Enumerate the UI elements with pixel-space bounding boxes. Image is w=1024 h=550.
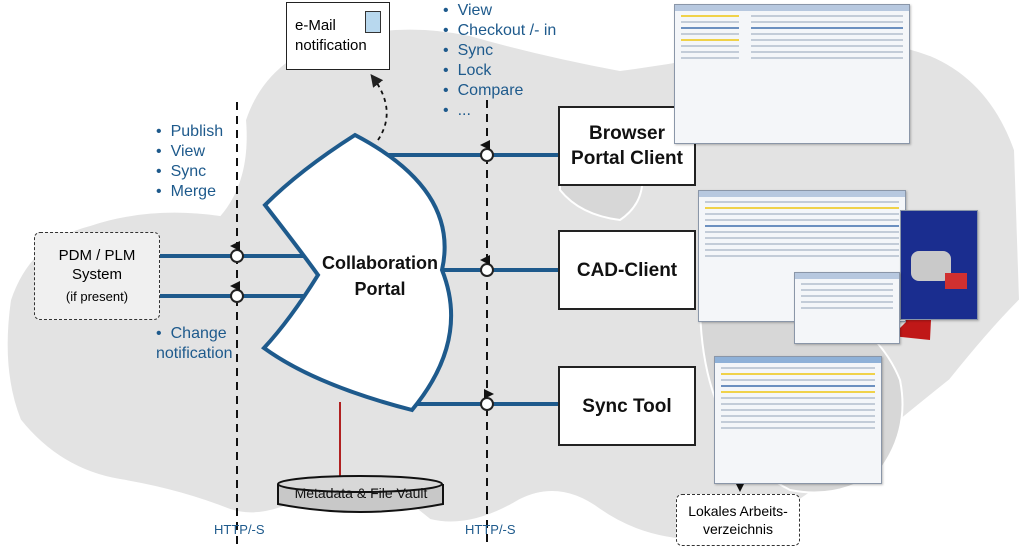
portal-line1: Collaboration: [322, 253, 438, 273]
portal-line2: Portal: [354, 279, 406, 299]
vault-cylinder: [277, 475, 444, 513]
port-circle: [230, 289, 244, 303]
port-circle: [480, 263, 494, 277]
operation-item: Sync: [156, 162, 223, 182]
port-circle: [480, 148, 494, 162]
cad-label: CAD-Client: [576, 259, 678, 281]
direction-arrow: [230, 241, 240, 251]
browser-portal-client-box: Browser Portal Client: [558, 106, 696, 186]
pdm-line2: System: [71, 266, 122, 283]
browser-client-screenshot: [674, 4, 910, 144]
local-line2: verzeichnis: [702, 521, 774, 537]
browser-line2: Portal Client: [571, 148, 683, 169]
direction-arrow: [480, 255, 490, 265]
operation-item: Sync: [443, 41, 556, 61]
direction-arrow: [480, 140, 490, 150]
collaboration-portal-label: Collaboration Portal: [310, 250, 450, 302]
operation-item: View: [156, 142, 223, 162]
pdm-plm-system-box: PDM / PLM System (if present): [34, 232, 160, 320]
operation-item: Checkout /- in: [443, 21, 557, 41]
local-line1: Lokales Arbeits-: [688, 503, 788, 519]
portal-shape: [260, 132, 454, 413]
envelope-icon: [365, 11, 381, 33]
sync-tool-box: Sync Tool: [558, 366, 696, 446]
cad-client-box: CAD-Client: [558, 230, 696, 310]
email-notification-box: e-Mail notification: [286, 2, 390, 70]
port-circle: [480, 397, 494, 411]
operation-item: Merge: [156, 182, 223, 202]
email-line2: notification: [295, 37, 367, 54]
local-directory-box: Lokales Arbeits- verzeichnis: [676, 494, 800, 546]
change-line2: notification: [156, 345, 233, 362]
operation-item: Compare: [443, 81, 556, 101]
cad-model-screenshot: [900, 210, 978, 320]
direction-arrow: [230, 281, 240, 291]
email-line1: e-Mail: [295, 17, 336, 34]
sync-tool-screenshot: [714, 356, 882, 484]
operations-list: View Checkout /- in Sync Lock Compare ..…: [443, 1, 557, 121]
operation-item: View: [443, 1, 556, 21]
port-circle: [230, 249, 244, 263]
sync-label: Sync Tool: [582, 395, 672, 417]
protocol-label-left: HTTP/-S: [214, 522, 265, 537]
protocol-label-right: HTTP/-S: [465, 522, 516, 537]
operation-item: Publish: [156, 122, 223, 142]
pdm-operations-list: Publish View Sync Merge: [156, 122, 223, 202]
pdm-line3: (if present): [65, 289, 129, 304]
cad-table-screenshot: [794, 272, 900, 344]
change-notification-note: Change notification: [156, 324, 233, 364]
change-line1: Change: [156, 324, 233, 344]
pdm-line1: PDM / PLM: [58, 247, 136, 264]
operation-item: ...: [443, 101, 556, 121]
metadata-vault-label: Metadata & File Vault: [294, 485, 428, 501]
direction-arrow: [484, 389, 494, 399]
email-notify-arrow: [370, 73, 388, 141]
browser-line1: Browser: [588, 123, 666, 144]
operation-item: Lock: [443, 61, 556, 81]
